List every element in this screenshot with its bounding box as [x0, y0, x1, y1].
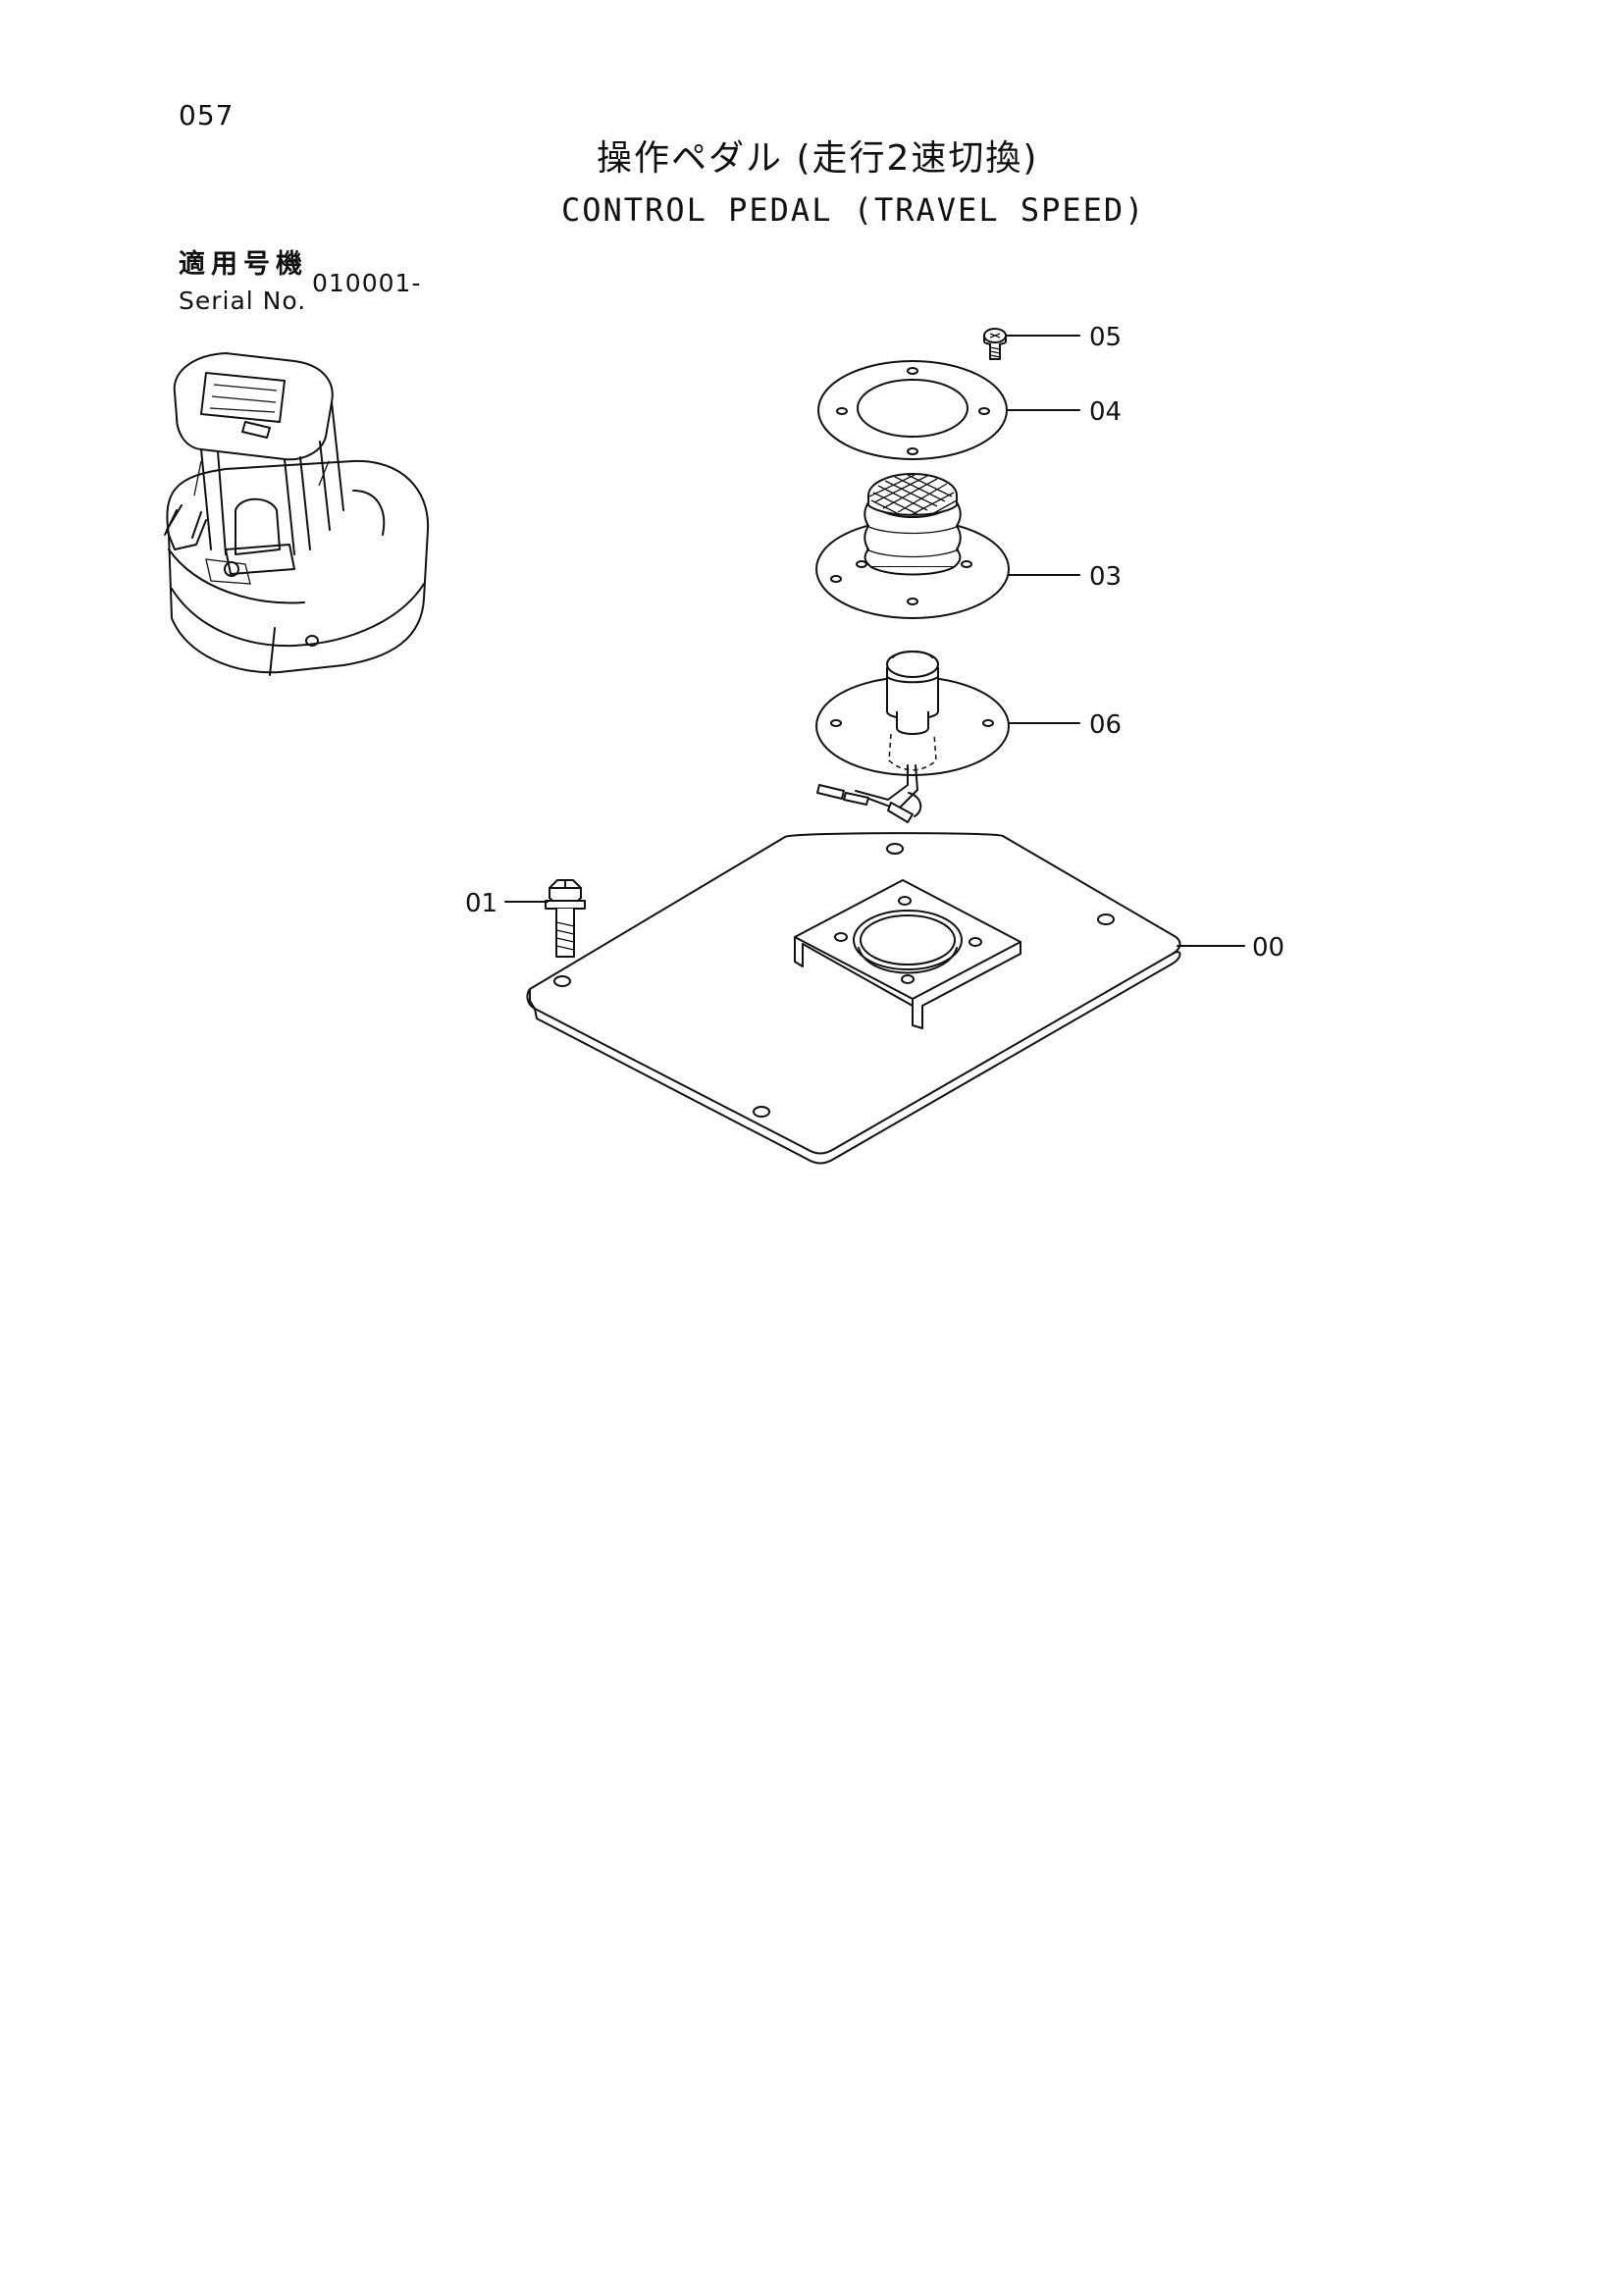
- callout-01: 01: [465, 889, 497, 918]
- part-01-bolt: [545, 879, 586, 958]
- callout-03: 03: [1089, 562, 1122, 592]
- page-title-jp: 操作ペダル (走行2速切換): [597, 138, 1039, 179]
- callout-00: 00: [1252, 933, 1284, 963]
- leader-lines: [504, 335, 1245, 947]
- part-00-base-plate: [526, 832, 1181, 1165]
- callout-05: 05: [1089, 323, 1122, 352]
- part-04-cover-ring: [817, 360, 1008, 460]
- part-03-pedal-boot: [815, 473, 1010, 619]
- page-title-en: CONTROL PEDAL (TRAVEL SPEED): [561, 191, 1146, 229]
- callout-04: 04: [1089, 397, 1122, 427]
- excavator-cab-icon: [164, 352, 430, 676]
- serial-label-en: Serial No.: [179, 287, 307, 315]
- serial-value: 010001-: [312, 269, 422, 297]
- serial-label-jp: 適用号機: [179, 249, 308, 280]
- part-06-switch: [815, 651, 1010, 823]
- part-05-screw: [983, 328, 1007, 360]
- callout-06: 06: [1089, 710, 1122, 740]
- page-number: 057: [179, 99, 235, 131]
